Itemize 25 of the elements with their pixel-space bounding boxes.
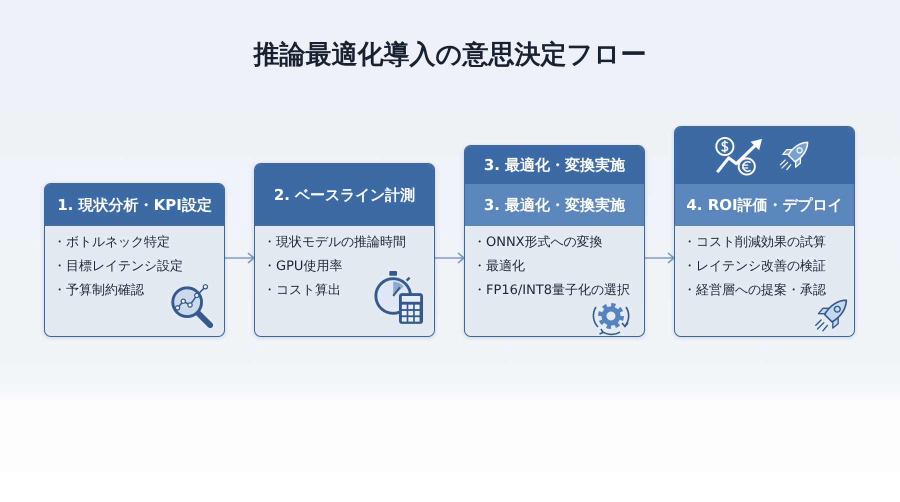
step-heading: 3. 最適化・変換実施: [465, 146, 644, 184]
arrow: [225, 252, 255, 264]
step-card: [464, 145, 645, 337]
step-heading: 2. ベースライン計測: [255, 164, 434, 226]
bullet-item: ・FP16/INT8量子化の選択: [473, 282, 630, 299]
bullet-item: ・レイテンシ改善の検証: [683, 258, 826, 275]
arrow: [645, 252, 675, 264]
step-card: [674, 126, 855, 337]
step-heading: 3. 最適化・変換実施: [465, 184, 644, 226]
bullet-item: ・経営層への提案・承認: [683, 282, 826, 299]
bullet-item: ・コスト削減効果の試算: [683, 234, 826, 251]
bullet-item: ・目標レイテンシ設定: [53, 258, 183, 275]
bullet-item: ・予算制約確認: [53, 282, 144, 299]
bullet-item: ・最適化: [473, 258, 525, 275]
bullet-item: ・現状モデルの推論時間: [263, 234, 406, 251]
bullet-item: ・コスト算出: [263, 282, 341, 299]
bullet-item: ・ボトルネック特定: [53, 234, 170, 251]
bullet-item: ・ONNX形式への変換: [473, 234, 603, 251]
step-heading: 4. ROI評価・デプロイ: [675, 184, 854, 226]
step-card: [254, 163, 435, 337]
bullet-item: ・GPU使用率: [263, 258, 342, 275]
arrow: [435, 252, 465, 264]
step-card: [44, 183, 225, 337]
step-heading: 1. 現状分析・KPI設定: [45, 184, 224, 226]
diagram-title: 推論最適化導入の意思決定フロー: [252, 39, 648, 72]
